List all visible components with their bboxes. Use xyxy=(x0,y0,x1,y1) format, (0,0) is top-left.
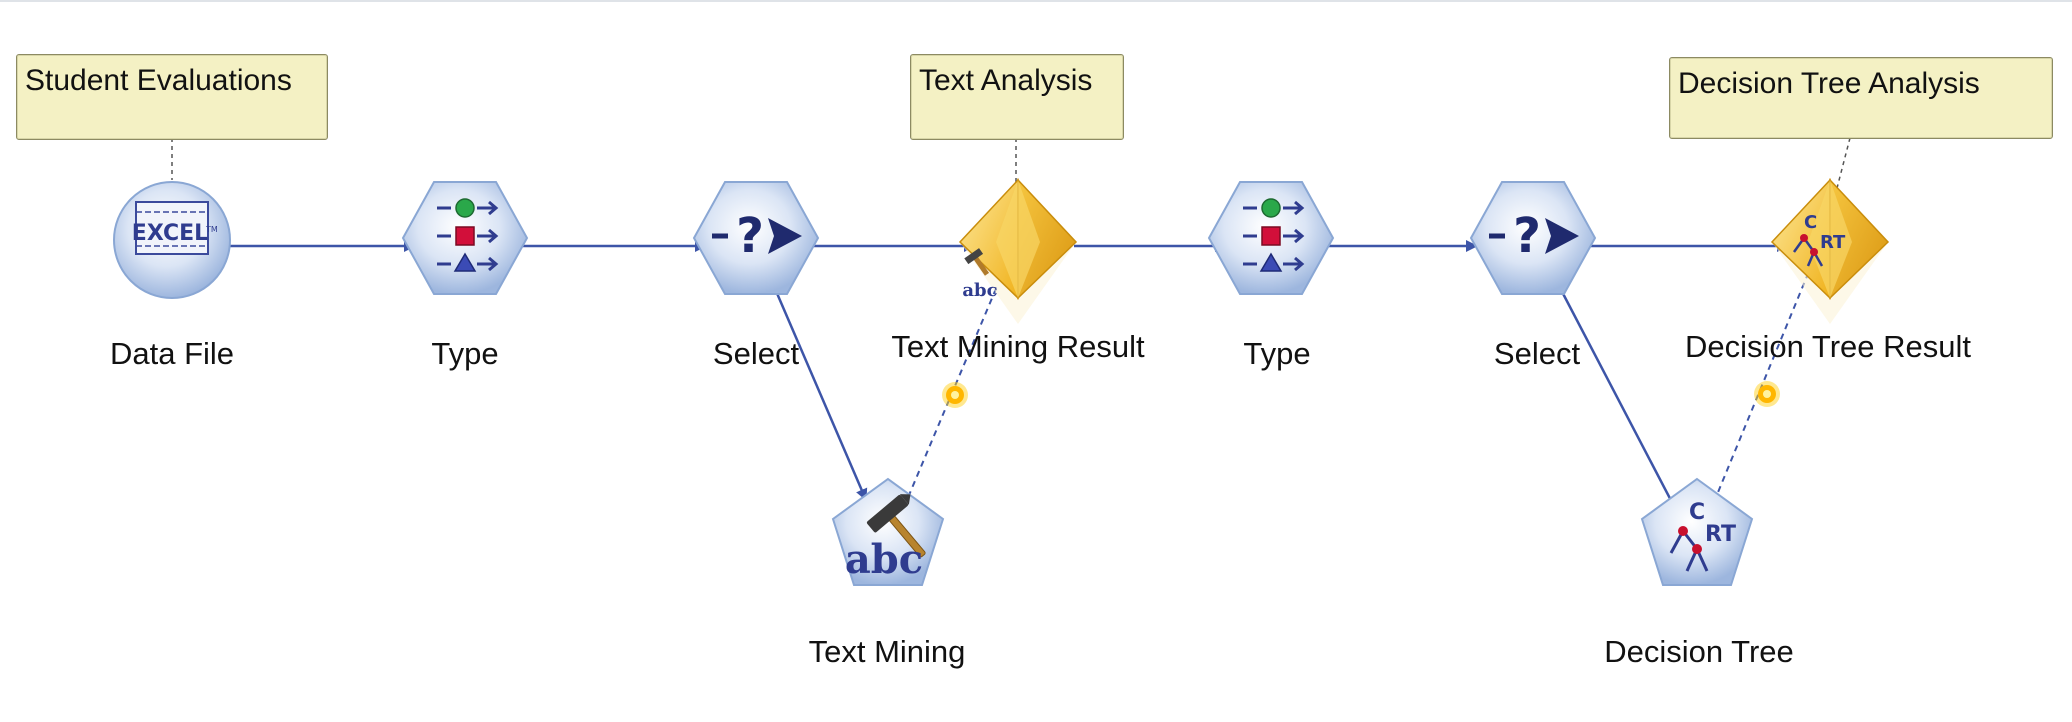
model-links xyxy=(903,263,1813,508)
spark-icon xyxy=(1754,381,1780,407)
excel-icon: EXCEL TM xyxy=(132,201,218,255)
node-label-text-mining: Text Mining xyxy=(808,634,966,669)
node-select-1[interactable]: ? xyxy=(692,181,820,295)
node-label-select-1: Select xyxy=(712,336,800,371)
node-data-file[interactable]: EXCEL TM xyxy=(113,181,231,299)
stream-links xyxy=(228,240,1789,511)
node-label-decision-tree-result: Decision Tree Result xyxy=(1684,329,1972,364)
svg-text:EXCEL: EXCEL xyxy=(132,221,208,246)
node-text-mining[interactable]: abc xyxy=(831,477,946,586)
text-mining-nugget-icon: abc xyxy=(962,248,998,301)
svg-text:?: ? xyxy=(1513,208,1541,264)
node-label-data-file: Data File xyxy=(109,336,235,371)
svg-text:RT: RT xyxy=(1705,522,1736,547)
link-select-decision-tree xyxy=(1556,283,1678,511)
node-decision-tree[interactable]: C RT xyxy=(1640,477,1754,586)
link-select-text-mining xyxy=(771,283,868,501)
node-type-2[interactable] xyxy=(1207,181,1335,295)
comment-student-evaluations[interactable]: Student Evaluations xyxy=(16,54,328,140)
type-icon xyxy=(1243,198,1305,272)
comment-text-analysis[interactable]: Text Analysis xyxy=(910,54,1124,140)
node-decision-tree-result[interactable]: C RT xyxy=(1770,178,1890,324)
decision-tree-nugget-icon: C RT xyxy=(1792,212,1846,267)
comment-text: Text Analysis xyxy=(919,64,1093,97)
svg-text:C: C xyxy=(1689,500,1705,525)
model-link-sparks xyxy=(942,381,1780,408)
type-icon xyxy=(437,198,499,272)
model-link-decision-tree xyxy=(1713,263,1813,503)
svg-text:TM: TM xyxy=(205,225,218,234)
comment-text: Decision Tree Analysis xyxy=(1678,67,1980,100)
cart-icon: C RT xyxy=(1669,500,1736,572)
comment-connectors xyxy=(171,137,1851,193)
node-text-mining-result[interactable]: abc xyxy=(958,178,1078,324)
node-label-text-mining-result: Text Mining Result xyxy=(891,329,1145,364)
svg-text:?: ? xyxy=(736,208,764,264)
svg-text:abc: abc xyxy=(845,536,923,583)
select-icon: ? xyxy=(712,208,802,264)
comment-decision-tree-analysis[interactable]: Decision Tree Analysis xyxy=(1669,57,2053,139)
select-icon: ? xyxy=(1489,208,1579,264)
svg-text:C: C xyxy=(1804,212,1817,233)
node-label-select-2: Select xyxy=(1493,336,1581,371)
node-label-type-1: Type xyxy=(431,336,499,371)
svg-text:RT: RT xyxy=(1820,232,1846,253)
node-label-decision-tree: Decision Tree xyxy=(1604,634,1794,669)
node-label-type-2: Type xyxy=(1243,336,1311,371)
text-mining-icon: abc xyxy=(845,494,926,583)
node-type-1[interactable] xyxy=(401,181,529,295)
svg-text:abc: abc xyxy=(962,280,997,301)
spark-icon xyxy=(942,382,968,408)
node-select-2[interactable]: ? xyxy=(1469,181,1597,295)
comment-text: Student Evaluations xyxy=(25,64,292,97)
